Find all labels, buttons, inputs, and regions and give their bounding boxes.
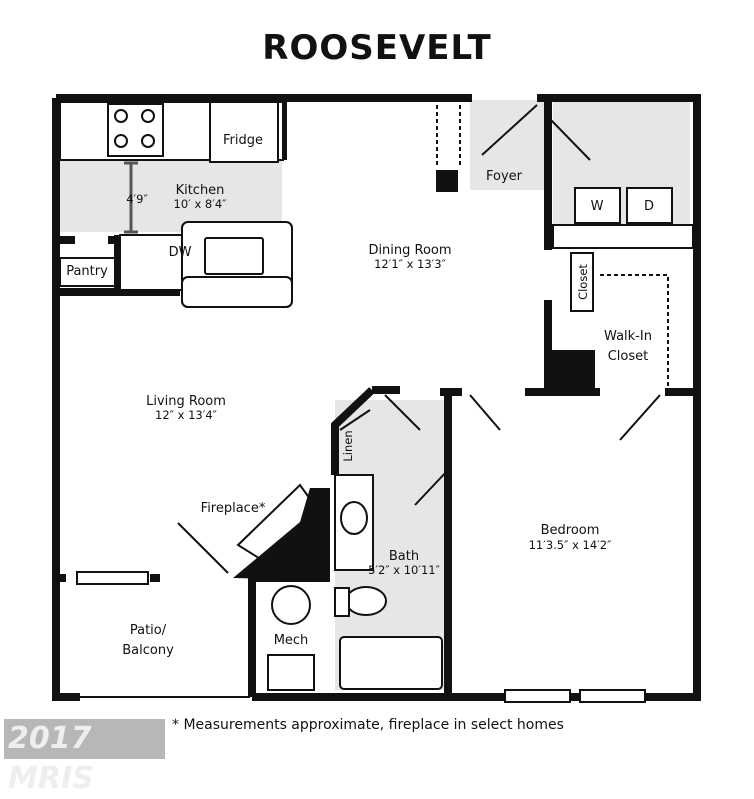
watermark: 2017 MRIS xyxy=(4,719,165,796)
living-label: Living Room xyxy=(146,394,226,409)
closet-label: Closet xyxy=(576,264,590,300)
pantry xyxy=(59,257,116,287)
pantry-label: Pantry xyxy=(66,264,108,279)
fireplace-label: Fireplace* xyxy=(201,501,266,516)
dryer-label: D xyxy=(644,199,654,214)
stove xyxy=(107,103,164,157)
kitchen-clearance: 4′9″ xyxy=(126,192,148,206)
walkin-label-2: Closet xyxy=(608,349,649,364)
bath-label: Bath xyxy=(389,549,419,564)
kitchen-size: 10′ x 8′4″ xyxy=(174,197,228,211)
mech-label: Mech xyxy=(274,633,309,648)
living-size: 12″ x 13′4″ xyxy=(155,408,218,422)
sink xyxy=(204,237,264,275)
washer-label: W xyxy=(591,199,604,214)
toilet xyxy=(345,586,387,616)
dw-label: DW xyxy=(169,245,192,260)
floor-plan: Fridge Kitchen 10′ x 8′4″ 4′9″ DW Pantry… xyxy=(52,94,701,703)
dining-size: 12′1″ x 13′3″ xyxy=(374,257,447,271)
bath-size: 5′2″ x 10′11″ xyxy=(368,563,441,577)
plan-title: ROOSEVELT xyxy=(262,28,492,68)
patio-label-1: Patio/ xyxy=(130,623,167,638)
walkin-label-1: Walk-In xyxy=(604,329,652,344)
footnote: * Measurements approximate, fireplace in… xyxy=(172,717,564,733)
kitchen-label: Kitchen xyxy=(176,183,225,198)
bedroom-label: Bedroom xyxy=(541,523,600,538)
fridge-label: Fridge xyxy=(223,133,263,148)
water-heater xyxy=(271,585,311,625)
dining-label: Dining Room xyxy=(368,243,451,258)
patio-label-2: Balcony xyxy=(122,643,174,658)
bathtub xyxy=(339,636,443,690)
fridge xyxy=(209,101,279,163)
washer xyxy=(574,187,621,224)
furnace xyxy=(267,654,315,691)
foyer-label: Foyer xyxy=(486,169,523,184)
dryer xyxy=(626,187,673,224)
linen-label: Linen xyxy=(341,430,355,461)
bedroom-size: 11′3.5″ x 14′2″ xyxy=(529,538,613,552)
